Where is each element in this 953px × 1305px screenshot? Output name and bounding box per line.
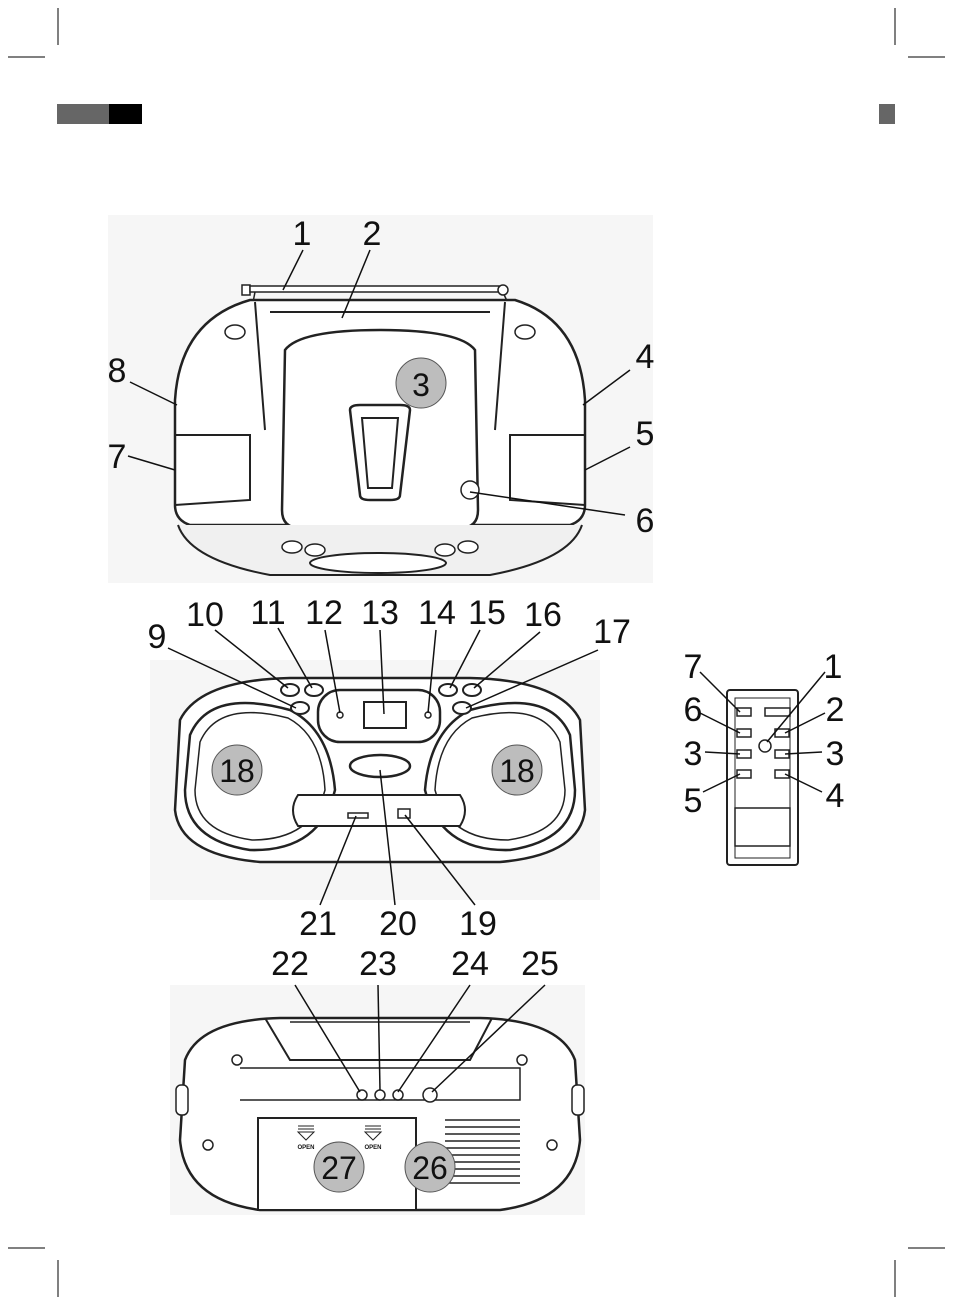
- header-bar: [57, 104, 895, 124]
- remote-label-1: 1: [824, 648, 843, 686]
- callout-18-left: 18: [219, 753, 255, 789]
- label-17: 17: [593, 613, 631, 651]
- back-view: OPEN OPEN 27 26 22 23 24 25: [170, 945, 585, 1215]
- label-6: 6: [636, 502, 655, 540]
- open-label-left: OPEN: [297, 1145, 314, 1151]
- callout-26: 26: [412, 1150, 448, 1186]
- label-15: 15: [468, 594, 506, 632]
- remote-label-3-right: 3: [826, 735, 845, 773]
- label-14: 14: [418, 594, 456, 632]
- label-22: 22: [271, 945, 309, 983]
- label-20: 20: [379, 905, 417, 943]
- label-5: 5: [636, 415, 655, 453]
- remote-label-6: 6: [684, 691, 703, 729]
- label-21: 21: [299, 905, 337, 943]
- remote-label-7: 7: [684, 648, 703, 686]
- label-4: 4: [636, 338, 655, 376]
- front-view: 18 18: [148, 594, 631, 943]
- label-7: 7: [108, 438, 127, 476]
- label-16: 16: [524, 596, 562, 634]
- label-23: 23: [359, 945, 397, 983]
- callout-18-right: 18: [499, 753, 535, 789]
- remote-control: 7 1 6 2 3 3 5 4: [684, 648, 845, 865]
- label-9: 9: [148, 618, 167, 656]
- remote-label-2: 2: [826, 691, 845, 729]
- callout-27: 27: [321, 1150, 357, 1186]
- label-24: 24: [451, 945, 489, 983]
- label-25: 25: [521, 945, 559, 983]
- label-19: 19: [459, 905, 497, 943]
- open-label-right: OPEN: [364, 1145, 381, 1151]
- remote-label-3-left: 3: [684, 735, 703, 773]
- label-2: 2: [363, 215, 382, 253]
- label-10: 10: [186, 596, 224, 634]
- label-11: 11: [250, 594, 285, 632]
- remote-label-4: 4: [826, 777, 845, 815]
- label-13: 13: [361, 594, 399, 632]
- label-12: 12: [305, 594, 343, 632]
- label-8: 8: [108, 352, 127, 390]
- remote-label-5: 5: [684, 782, 703, 820]
- callout-3: 3: [412, 367, 430, 403]
- label-1: 1: [293, 215, 312, 253]
- top-view: 3 1 2 4 5 6 7 8: [108, 215, 655, 583]
